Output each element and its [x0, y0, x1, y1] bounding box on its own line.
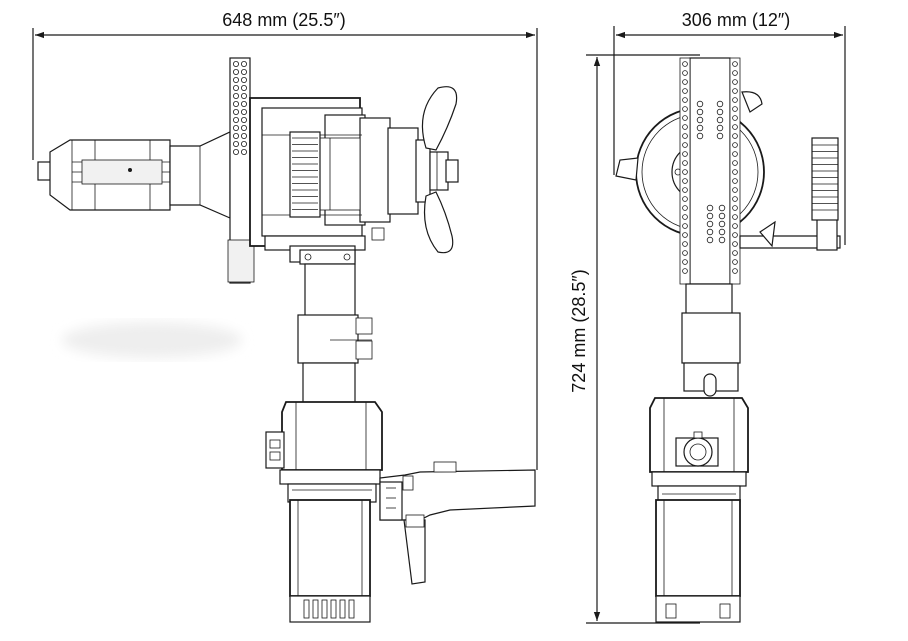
side-feed-collar: [387, 127, 459, 215]
front-motor-housing: [649, 397, 749, 503]
dimension-height: 724 mm (28.5″): [569, 54, 700, 624]
dimension-label-width-side: 648 mm (25.5″): [222, 10, 345, 30]
front-crank-handle: [739, 137, 841, 251]
dimension-label-width-front: 306 mm (12″): [682, 10, 790, 30]
side-motor-housing: [265, 401, 383, 503]
front-rail: [679, 57, 741, 285]
side-mandrel: [49, 139, 171, 211]
front-view-machine: [615, 57, 841, 623]
side-view-machine: [37, 57, 536, 623]
side-motor-body: [289, 499, 371, 623]
dimension-label-height: 724 mm (28.5″): [569, 269, 589, 392]
side-column: [297, 249, 373, 404]
side-flange-plate: [227, 57, 255, 284]
dimension-width-side: 648 mm (25.5″): [32, 10, 538, 470]
front-motor-body: [655, 499, 741, 623]
side-handle: [379, 461, 536, 585]
side-gearbox: [249, 97, 391, 263]
side-star-handle: [421, 86, 458, 254]
dimension-width-front: 306 mm (12″): [613, 10, 846, 245]
background-smudge: [62, 322, 242, 358]
